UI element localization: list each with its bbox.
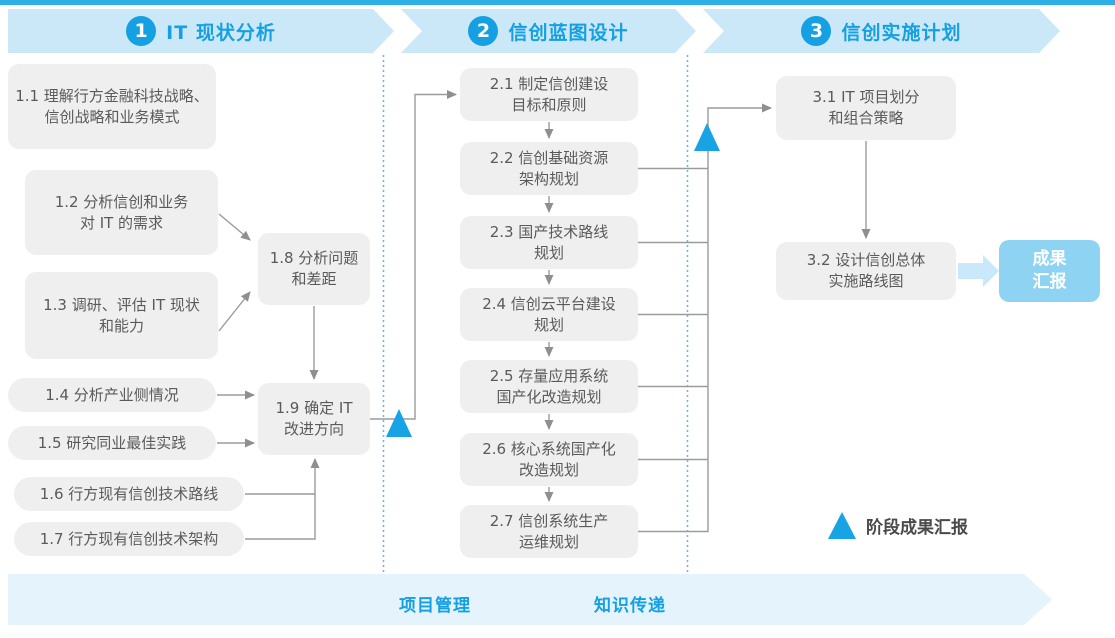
box-2-6: 2.6 核心系统国产化 改造规划 xyxy=(460,433,638,486)
box-2-3: 2.3 国产技术路线 规划 xyxy=(460,216,638,269)
phase-3-number-badge: 3 xyxy=(801,16,831,46)
bottom-support-band xyxy=(8,574,1052,625)
phase-1-number-badge: 1 xyxy=(126,16,156,46)
result-arrow xyxy=(958,255,999,287)
top-accent-strip xyxy=(0,0,1115,5)
bottom-label-knowledge-transfer: 知识传递 xyxy=(594,596,666,616)
milestone-triangle-phase1 xyxy=(386,409,412,437)
box-1-2: 1.2 分析信创和业务 对 IT 的需求 xyxy=(25,170,218,255)
box-1-8: 1.8 分析问题 和差距 xyxy=(258,233,370,305)
box-1-3: 1.3 调研、评估 IT 现状 和能力 xyxy=(25,272,218,359)
edge-1-3-to-1-8 xyxy=(218,291,251,332)
edge-1-7-to-1-9 xyxy=(245,458,320,540)
box-1-1: 1.1 理解行方金融科技战略、 信创战略和业务模式 xyxy=(8,64,216,149)
box-2-4: 2.4 信创云平台建设 规划 xyxy=(460,288,638,341)
phase-2-number-badge: 2 xyxy=(468,16,498,46)
phase-band-2: 2 信创蓝图设计 xyxy=(401,9,696,53)
legend-label: 阶段成果汇报 xyxy=(866,518,968,538)
phase-1-title: IT 现状分析 xyxy=(166,21,276,44)
box-1-4: 1.4 分析产业侧情况 xyxy=(8,378,216,412)
box-2-1: 2.1 制定信创建设 目标和原则 xyxy=(460,68,638,121)
bottom-label-project-management: 项目管理 xyxy=(399,596,471,616)
phase-3-title: 信创实施计划 xyxy=(841,21,962,44)
phase-band-3: 3 信创实施计划 xyxy=(703,9,1060,53)
edge-1-2-to-1-8 xyxy=(218,213,251,241)
phase-2-title: 信创蓝图设计 xyxy=(508,21,629,44)
box-3-1: 3.1 IT 项目划分 和组合策略 xyxy=(776,76,956,140)
collector-to-3-1 xyxy=(638,103,772,533)
milestone-triangle-phase2 xyxy=(694,123,720,151)
box-2-5: 2.5 存量应用系统 国产化改造规划 xyxy=(460,360,638,413)
edge-1-9-to-2-1 xyxy=(370,90,457,420)
box-2-2: 2.2 信创基础资源 架构规划 xyxy=(460,142,638,195)
box-2-7: 2.7 信创系统生产 运维规划 xyxy=(460,505,638,558)
box-1-5: 1.5 研究同业最佳实践 xyxy=(8,426,216,460)
box-1-6: 1.6 行方现有信创技术路线 xyxy=(14,477,244,511)
legend: 阶段成果汇报 xyxy=(828,512,968,539)
result-report-box: 成果 汇报 xyxy=(999,240,1100,302)
box-1-9: 1.9 确定 IT 改进方向 xyxy=(258,383,370,455)
box-1-7: 1.7 行方现有信创技术架构 xyxy=(14,522,244,556)
phase-band-1: 1 IT 现状分析 xyxy=(8,9,394,53)
box-3-2: 3.2 设计信创总体 实施路线图 xyxy=(776,242,956,300)
legend-milestone-triangle-icon xyxy=(828,512,856,539)
